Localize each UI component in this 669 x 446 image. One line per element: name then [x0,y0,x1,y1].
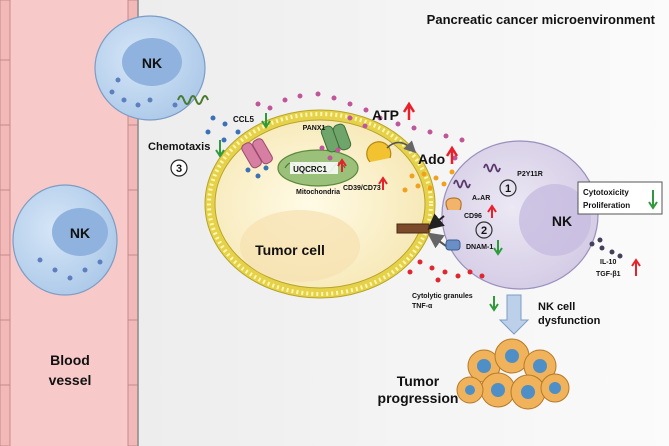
tumor-cell-label: Tumor cell [255,242,325,258]
ccl5-label: CCL5 [233,115,254,124]
cd96-to-ligand-arrow [427,213,445,230]
dysfunction-line2: dysfunction [538,315,601,327]
step1-label: 1 [505,183,511,195]
p2y11r-label: P2Y11R [517,171,543,178]
tgfb1-label: TGF-β1 [596,271,621,278]
tumor-cell: Tumor cell [204,109,436,299]
uqcrc1-up-arrow-icon [337,158,347,172]
ccl5-down-arrow-icon [261,113,271,129]
mitochondria-label: Mitochondria [296,189,340,196]
granule-dots [407,259,485,283]
atp-to-ado-arrow [386,140,417,154]
cd96-receptor-icon [445,197,462,211]
cd96-label: CD96 [464,213,482,220]
dnam1-label: DNAM-1 [466,244,493,251]
granules-line2: TNF-α [412,303,433,310]
mitochondria-icon [277,149,359,187]
blood-label-line2: vessel [49,372,92,388]
blood-label-line1: Blood [50,352,90,368]
atp-label: ATP [372,107,399,123]
cd39-cd73-label: CD39/CD73 [343,185,381,192]
nk-cell-top: NK [94,15,206,121]
outcome-line1: Cytotoxicity [583,188,629,197]
ado-dots [402,169,455,193]
uqcrc1-label: UQCRC1 [293,165,327,174]
granules-down-arrow-icon [489,296,499,312]
dysfunction-line1: NK cell [538,301,575,313]
cytokine-dots [589,237,623,259]
nk-bottom-label: NK [70,225,90,241]
granules-line1: Cytolytic granules [412,293,473,300]
tumor-cluster-icon [456,338,570,410]
a2ar-label: A₂AR [472,195,490,202]
ado-up-arrow-icon [445,145,459,164]
ado-label: Ado [418,151,445,167]
cd39-up-arrow-icon [378,176,388,190]
cytokine-up-arrow-icon [631,258,641,276]
panx1-label: PANX1 [303,125,326,132]
cd96-up-arrow-icon [487,204,497,218]
atp-dots [255,91,465,161]
ligand-bar [396,223,430,234]
panx1-channel-icon [320,123,352,153]
step2-label: 2 [481,225,487,237]
il10-label: IL-10 [600,259,616,266]
step3-circle [170,159,188,177]
step1-circle [499,179,517,197]
dnam1-down-arrow-icon [493,240,503,256]
chemotaxis-down-arrow-icon [215,140,225,158]
ccl5-channel-icon [241,138,273,169]
ccr5-receptor-icon [177,95,209,105]
a2ar-receptor-icon [453,179,471,189]
nk-right-label: NK [552,213,572,229]
nk-cell-right: NK [441,140,599,290]
step2-circle [475,221,493,239]
outcome-down-arrow-icon [648,190,658,210]
atp-up-arrow-icon [402,101,416,120]
nk-cell-bottom: NK [12,184,118,296]
progression-line2: progression [378,390,459,406]
dnam1-receptor-icon [445,239,461,251]
step3-label: 3 [176,163,182,175]
diagram-title: Pancreatic cancer microenvironment [427,12,656,27]
dysfunction-arrow-icon [498,294,530,335]
chemotaxis-label: Chemotaxis [148,141,210,153]
cd39-cd73-icon [366,141,392,163]
progression-line1: Tumor [397,373,440,389]
ccl5-dots [205,115,269,179]
outcome-line2: Proliferation [583,201,630,210]
dnam1-to-ligand-arrow [427,232,447,249]
outcome-box [577,181,663,215]
p2y11r-receptor-icon [483,163,501,173]
nk-top-label: NK [142,55,162,71]
